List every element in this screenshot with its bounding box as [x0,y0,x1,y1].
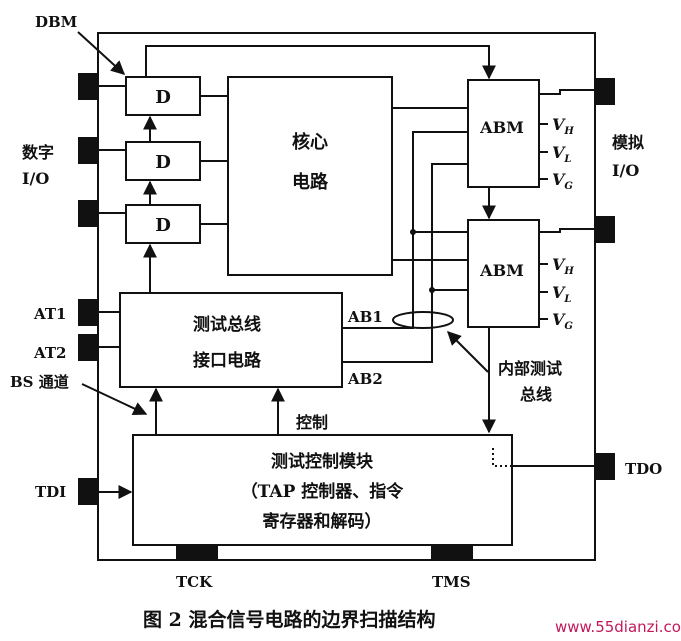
at1-label: AT1 [33,305,66,323]
figure-caption: 图 2 混合信号电路的边界扫描结构 [143,608,435,631]
vh-label-2: VH [552,255,574,277]
bs-channel-label: BS 通道 [10,373,69,391]
bus-loop-marker [392,311,454,329]
abm-1-label: ABM [479,118,524,137]
test-bus-interface-block [119,292,343,388]
analog-io-pin-1 [595,78,615,105]
abm-block-2 [467,219,540,328]
tcm-label-line2: （TAP 控制器、指令 [241,481,405,502]
vl-label-2: VL [552,283,571,305]
tdo-pin [595,453,615,480]
tcm-label-line3: 寄存器和解码） [263,511,382,532]
vg-label-1: VG [552,170,573,192]
internal-bus-label-line2: 总线 [520,385,552,404]
digital-io-pin-2 [78,137,98,164]
dbm-pin [78,73,98,100]
digital-io-label-line2: I/O [22,169,49,188]
core-label-line1: 核心 [292,131,328,153]
d-cell-2-label: D [155,152,171,173]
digital-io-label-line1: 数字 [22,143,54,162]
tms-label: TMS [432,573,471,591]
analog-io-label-line2: I/O [612,161,639,180]
tdi-pin [78,478,98,505]
digital-io-pin-3 [78,200,98,227]
test-control-module-block [132,434,513,546]
core-circuit-block [227,76,393,276]
dbm-label: DBM [35,13,77,31]
tdo-label: TDO [625,460,662,478]
ab2-label: AB2 [347,370,383,388]
chip-outline [97,32,596,561]
at2-label: AT2 [33,344,66,362]
tck-pin [176,545,218,561]
control-label: 控制 [296,413,328,432]
abm-block-1 [467,79,540,188]
bus-if-label-line2: 接口电路 [193,350,262,371]
ab1-label: AB1 [347,308,383,326]
tck-label: TCK [176,573,213,591]
d-cell-3-label: D [155,215,171,236]
tdi-label: TDI [35,483,66,501]
internal-bus-label-line1: 内部测试 [498,359,562,378]
vg-label-2: VG [552,310,573,332]
vh-label-1: VH [552,115,574,137]
watermark: www.55dianzi.com [555,618,681,636]
tcm-label-line1: 测试控制模块 [271,451,374,472]
analog-io-pin-2 [595,216,615,243]
at2-pin [78,334,98,361]
tms-pin [431,545,473,561]
d-cell-1-label: D [155,87,171,108]
analog-io-label-line1: 模拟 [612,133,644,152]
core-label-line2: 电路 [292,171,329,193]
vl-label-1: VL [552,143,571,165]
at1-pin [78,299,98,326]
bus-if-label-line1: 测试总线 [193,314,261,335]
abm-2-label: ABM [479,261,524,280]
